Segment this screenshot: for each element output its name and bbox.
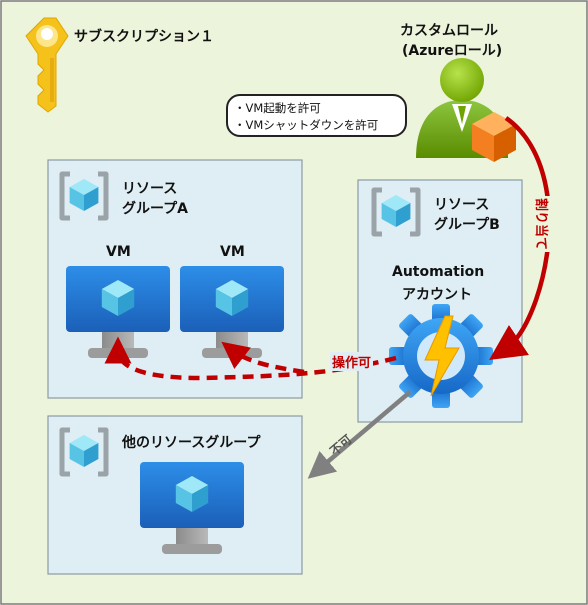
role-title-line1: カスタムロール xyxy=(400,23,498,39)
key-icon xyxy=(25,17,69,113)
other-group-label: 他のリソースグループ xyxy=(122,435,261,451)
resource-group-b-label-line1: リソース xyxy=(434,197,490,213)
permission-item: ・VMシャットダウンを許可 xyxy=(234,118,379,132)
vm-a2-label: VM xyxy=(220,244,245,260)
allowed-label: 操作可 xyxy=(330,352,374,371)
role-title-line2: (Azureロール) xyxy=(402,43,503,59)
denied-arrow xyxy=(307,390,412,479)
resource-group-b-label-line2: グループB xyxy=(434,217,500,233)
permissions-callout: ・VM起動を許可 ・VMシャットダウンを許可 xyxy=(226,94,407,137)
resource-group-a-label-line2: グループA xyxy=(122,201,188,217)
automation-gear-icon xyxy=(389,304,493,408)
vm-a1-label: VM xyxy=(106,244,131,260)
automation-label-line1: Automation xyxy=(392,264,485,280)
resource-group-a-label-line1: リソース xyxy=(122,181,178,197)
allowed-arrow-branch xyxy=(221,341,305,375)
assign-arrow xyxy=(489,116,552,360)
permission-item: ・VM起動を許可 xyxy=(234,101,321,115)
subscription-label: サブスクリプション１ xyxy=(74,29,214,45)
role-cube-icon xyxy=(472,112,516,162)
automation-label-line2: アカウント xyxy=(402,287,472,303)
assign-label: 割り当て xyxy=(533,196,552,253)
